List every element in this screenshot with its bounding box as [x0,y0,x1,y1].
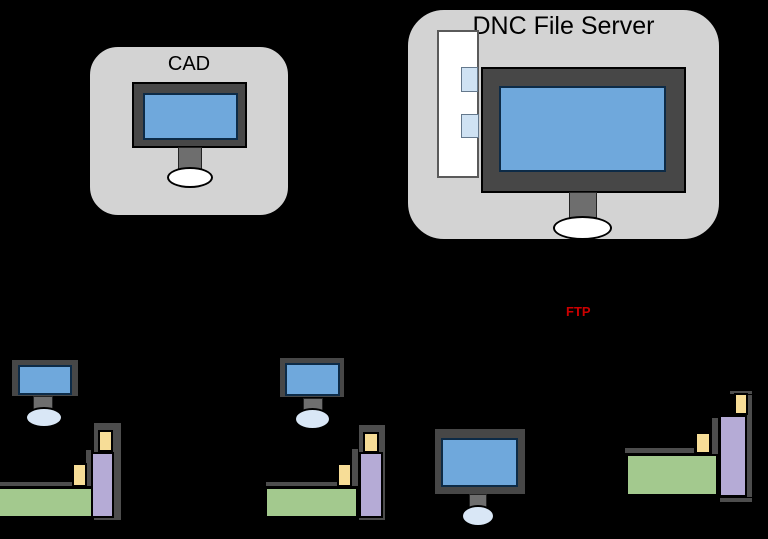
monitor-base [167,167,213,188]
drive-bay-icon [461,114,479,138]
monitor-stand [569,192,597,218]
monitor-base [294,408,331,430]
machine-head [98,430,113,452]
monitor-screen [143,93,238,140]
monitor-base [461,505,495,527]
machine-column [719,415,747,497]
machine-bed [626,454,718,496]
monitor-screen [441,438,518,487]
machine-head [734,393,748,415]
dnc-node-label: DNC File Server [472,12,655,40]
machine-frame [711,417,719,455]
monitor-screen [18,365,72,395]
machine-workpiece [337,463,352,487]
monitor-base [553,216,612,240]
machine-column [359,452,383,518]
drive-bay-icon [461,67,478,92]
machine-frame [351,448,359,487]
machine-workpiece [695,432,711,454]
tower-case [437,30,479,178]
monitor-screen [499,86,666,172]
monitor-base [25,407,63,428]
monitor-screen [285,363,340,396]
machine-bed [0,487,93,518]
ftp-protocol-label: FTP [566,304,591,319]
machine-frame [719,497,753,503]
machine-head [363,432,379,453]
machine-column [91,452,114,518]
machine-bed [265,487,358,518]
cad-node-label: CAD [167,53,211,75]
machine-rail [624,447,695,454]
machine-workpiece [72,463,87,487]
